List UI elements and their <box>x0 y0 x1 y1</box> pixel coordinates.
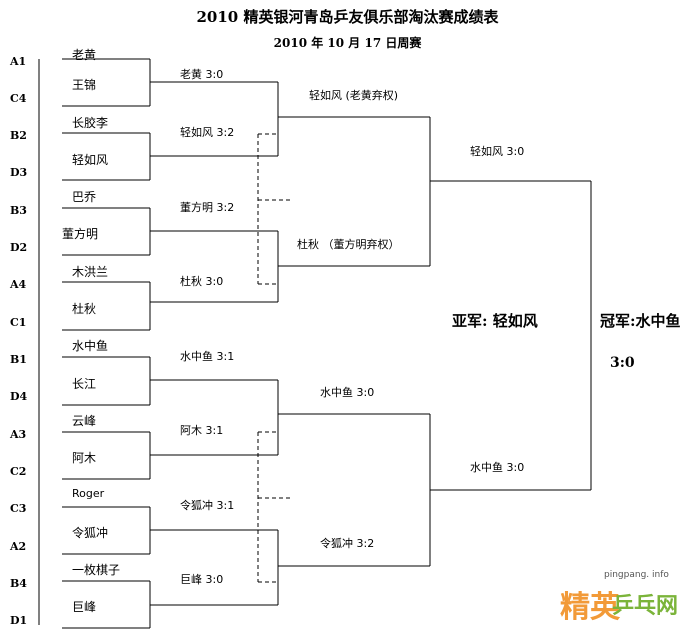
seed-label: D3 <box>10 166 28 179</box>
player-name: 轻如风 <box>72 153 109 167</box>
player-name: 阿木 <box>72 451 97 465</box>
seed-label: A1 <box>10 55 27 68</box>
round2-result: 轻如风 (老黄弃权) <box>309 89 399 102</box>
champion-label: 冠军:水中鱼 <box>600 312 681 330</box>
round1-result: 老黄 3:0 <box>180 68 224 81</box>
seed-label: A3 <box>10 428 27 441</box>
round1-result: 轻如风 3:2 <box>180 126 235 139</box>
final-score: 3:0 <box>610 355 635 371</box>
semifinal-result: 轻如风 3:0 <box>470 145 525 158</box>
watermark-logo-b: 乒乓网 <box>612 594 679 619</box>
seed-label: C4 <box>10 92 27 105</box>
seed-label: D4 <box>10 390 28 403</box>
seed-label: D1 <box>10 614 28 627</box>
player-name: 一枚棋子 <box>72 563 121 577</box>
seed-label: C1 <box>10 316 27 329</box>
round1-result: 董方明 3:2 <box>180 201 235 214</box>
runner-up-label: 亚军: 轻如风 <box>452 312 538 330</box>
round1-result: 水中鱼 3:1 <box>180 350 235 363</box>
player-name: 水中鱼 <box>72 339 109 353</box>
seed-label: A4 <box>10 278 27 291</box>
round1-result: 杜秋 3:0 <box>180 275 224 288</box>
page-subtitle: 2010 年 10 月 17 日周赛 <box>273 36 422 50</box>
player-name: 杜秋 <box>72 302 97 316</box>
round2-result: 水中鱼 3:0 <box>320 386 375 399</box>
seed-label: B2 <box>10 129 27 142</box>
semifinal-result: 水中鱼 3:0 <box>470 461 525 474</box>
player-name: 长胶李 <box>72 116 109 130</box>
player-name: 巴乔 <box>72 190 97 204</box>
seed-label: A2 <box>10 540 27 553</box>
player-name: 云峰 <box>72 414 97 428</box>
page-title: 2010 精英银河青岛乒友俱乐部淘汰赛成绩表 <box>196 8 499 26</box>
seed-label: B4 <box>10 577 27 590</box>
round1-result: 巨峰 3:0 <box>180 573 224 586</box>
player-name: 巨峰 <box>72 600 97 614</box>
player-name: 董方明 <box>62 227 99 241</box>
seed-label: B1 <box>10 353 27 366</box>
player-name: 长江 <box>72 377 97 391</box>
player-name: Roger <box>72 487 105 500</box>
seed-label: B3 <box>10 204 27 217</box>
round2-result: 杜秋 （董方明弃权） <box>297 238 400 251</box>
watermark-logo-a: 精英 <box>560 590 620 625</box>
seed-label: C2 <box>10 465 27 478</box>
round2-result: 令狐冲 3:2 <box>320 537 375 550</box>
seed-label: D2 <box>10 241 28 254</box>
seed-label: C3 <box>10 502 27 515</box>
player-name: 王锦 <box>72 78 97 92</box>
player-name: 木洪兰 <box>72 265 109 279</box>
round1-result: 令狐冲 3:1 <box>180 499 235 512</box>
player-name: 老黄 <box>72 48 97 62</box>
watermark-url: pingpang. info <box>604 570 669 580</box>
round1-result: 阿木 3:1 <box>180 424 224 437</box>
player-name: 令狐冲 <box>72 526 109 540</box>
